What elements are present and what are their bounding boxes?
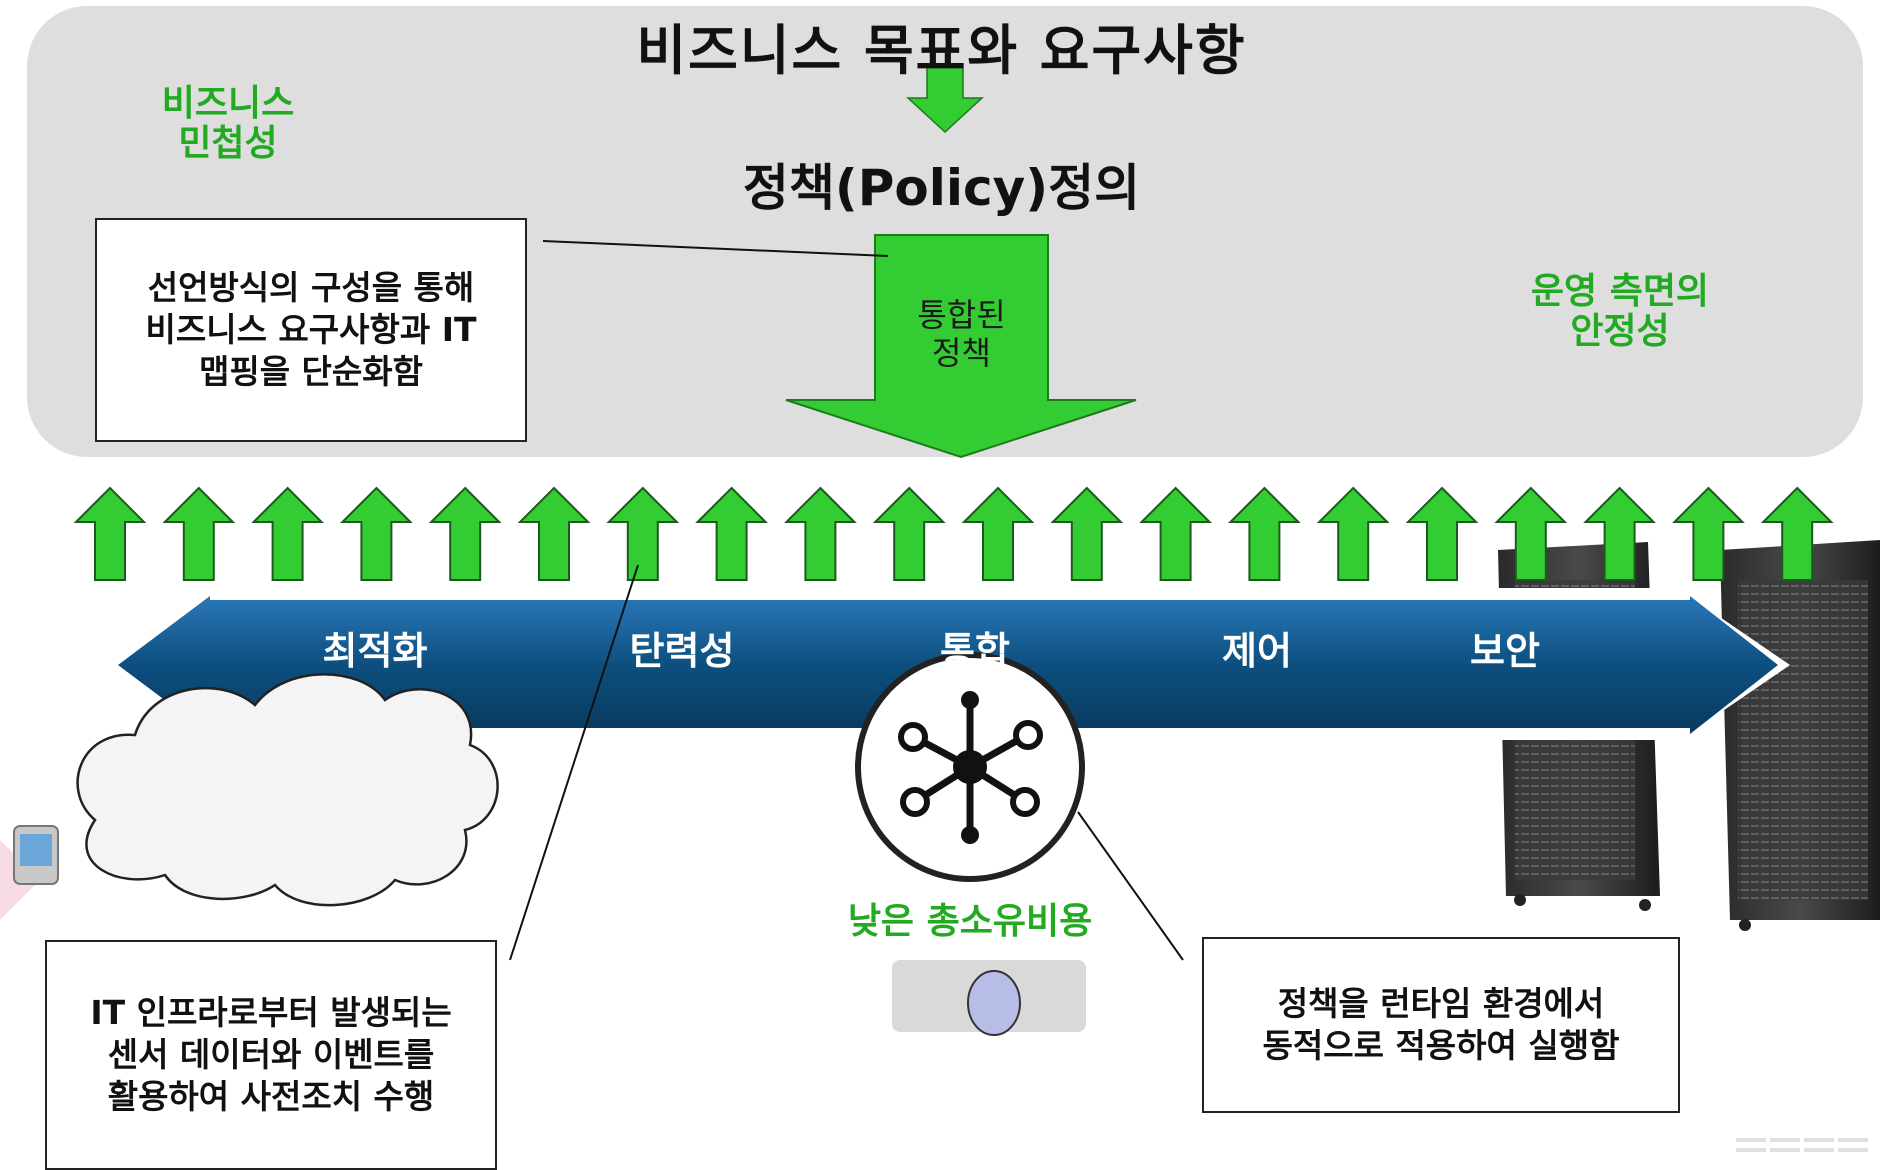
up-arrow [251, 486, 325, 581]
up-arrow [517, 486, 591, 581]
business-agility-label: 비즈니스 민첩성 [161, 83, 295, 164]
page-title: 비즈니스 목표와 요구사항 [636, 19, 1247, 82]
up-arrow [1583, 486, 1657, 581]
up-arrow [1227, 486, 1301, 581]
low-tco-label: 낮은 총소유비용 [847, 901, 1093, 942]
integrated-policy-label: 통합된 정책 [917, 296, 1006, 372]
logo-watermark [1736, 1138, 1868, 1152]
up-arrow [1316, 486, 1390, 581]
up-arrow [1050, 486, 1124, 581]
sensor-data-text: IT 인프라로부터 발생되는 센서 데이터와 이벤트를 활용하여 사전조치 수행 [90, 993, 452, 1116]
up-arrow-row [73, 486, 1834, 581]
declarative-config-text: 선언방식의 구성을 통해 비즈니스 요구사항과 IT 맵핑을 단순화함 [145, 268, 477, 391]
up-arrow [428, 486, 502, 581]
up-arrow [1671, 486, 1745, 581]
operational-stability-label: 운영 측면의 안정성 [1530, 271, 1710, 352]
declarative-config-callout: 선언방식의 구성을 통해 비즈니스 요구사항과 IT 맵핑을 단순화함 [95, 218, 527, 442]
up-arrow [1760, 486, 1834, 581]
up-arrow [961, 486, 1035, 581]
up-arrow [1494, 486, 1568, 581]
runtime-policy-text: 정책을 런타임 환경에서 동적으로 적용하여 실행함 [1262, 984, 1620, 1065]
runtime-policy-callout: 정책을 런타임 환경에서 동적으로 적용하여 실행함 [1202, 937, 1680, 1113]
callout-lines [509, 240, 1184, 961]
up-arrow [1405, 486, 1479, 581]
stage-control: 제어 [1222, 629, 1292, 673]
stage-integration: 통합 [940, 629, 1010, 673]
cloud-icon [76, 673, 499, 907]
up-arrow [783, 486, 857, 581]
up-arrow [73, 486, 147, 581]
stage-optimization: 최적화 [322, 629, 428, 673]
up-arrow [695, 486, 769, 581]
policy-definition: 정책(Policy)정의 [742, 159, 1141, 217]
stage-security: 보안 [1470, 629, 1540, 673]
stage-elasticity: 탄력성 [629, 629, 735, 673]
pda-device-icon [13, 825, 59, 885]
up-arrow [606, 486, 680, 581]
integrated-policy-arrow [785, 234, 1137, 459]
network-hub-icon [855, 652, 1086, 1036]
up-arrow [339, 486, 413, 581]
up-arrow [872, 486, 946, 581]
up-arrow [162, 486, 236, 581]
up-arrow [1139, 486, 1213, 581]
down-arrow-small [906, 63, 984, 134]
sensor-data-callout: IT 인프라로부터 발생되는 센서 데이터와 이벤트를 활용하여 사전조치 수행 [45, 940, 497, 1170]
